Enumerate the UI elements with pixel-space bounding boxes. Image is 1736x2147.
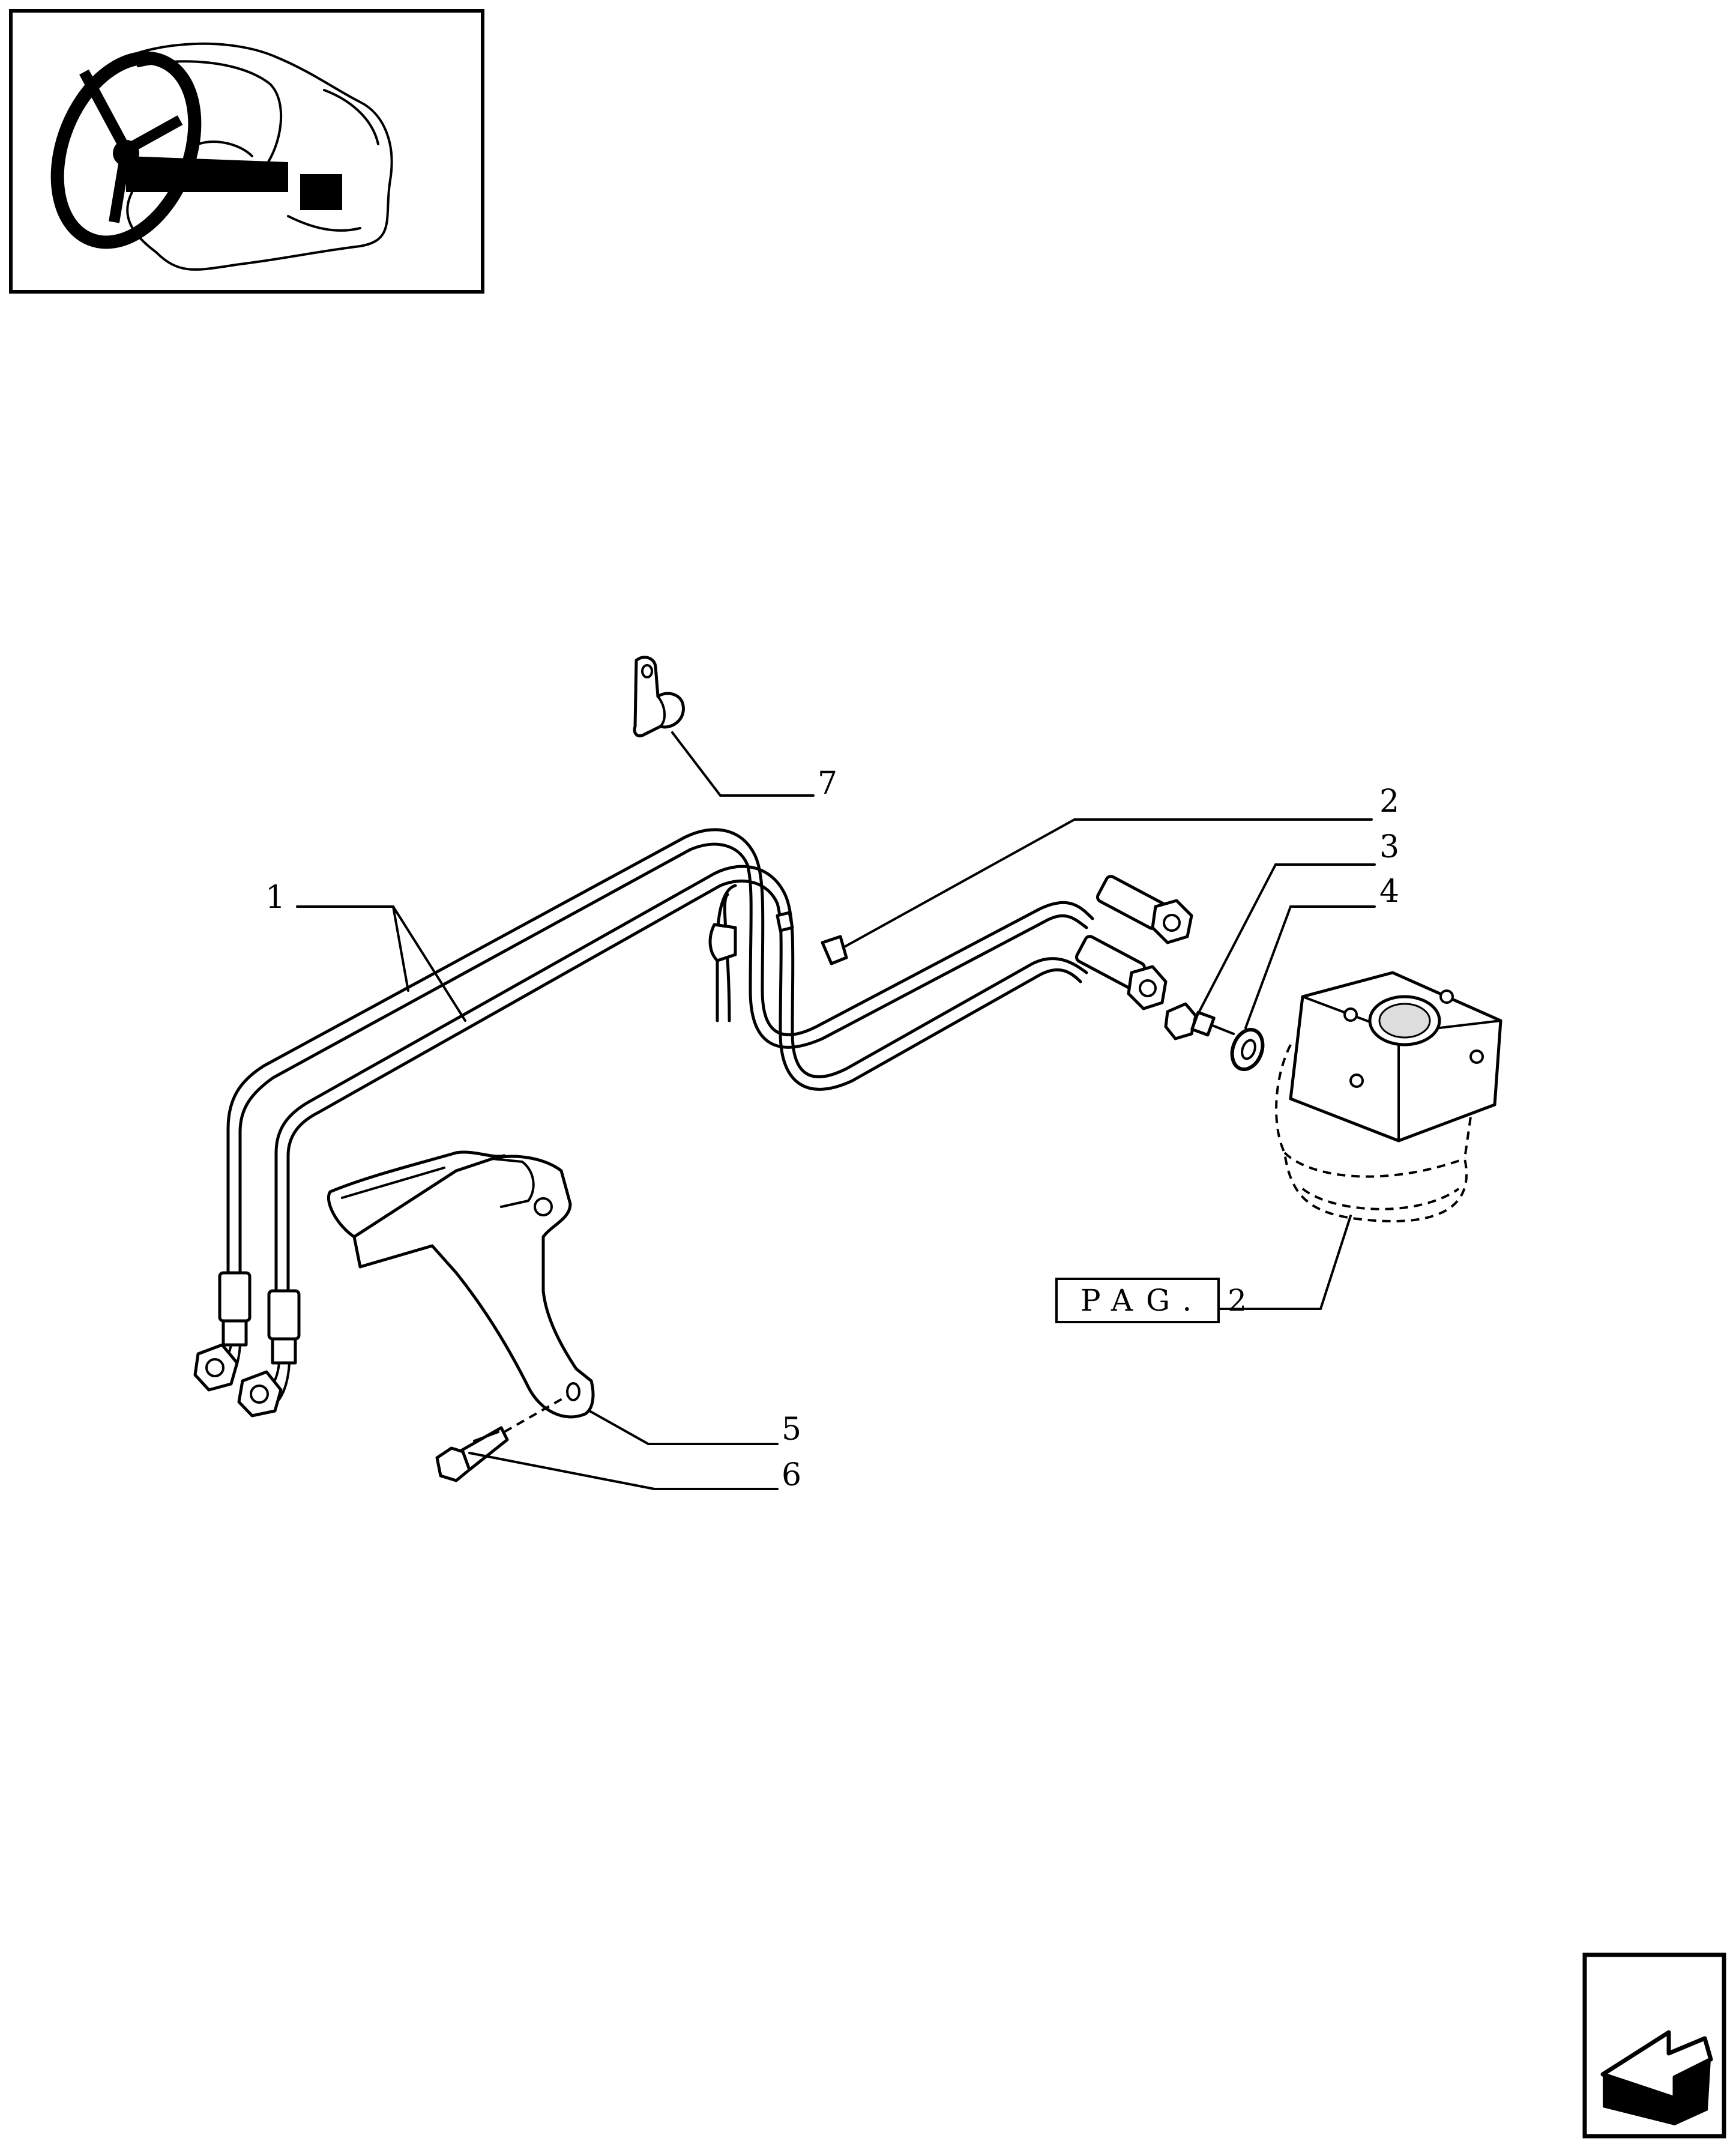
bracket-part [327, 1150, 595, 1419]
adapter-part [1164, 1002, 1235, 1040]
page-reference-label: PAG. 2 [1080, 1283, 1260, 1318]
callout-2: 2 [1379, 784, 1399, 820]
callout-1: 1 [265, 880, 285, 916]
callout-leaders [296, 731, 1376, 1490]
washer-part [1230, 1028, 1265, 1071]
callout-labels: 1 2 3 4 5 6 7 [265, 765, 1399, 1493]
hydraulic-pipes [226, 828, 1094, 1299]
page-reference-box[interactable]: PAG. 2 [1055, 1278, 1260, 1323]
bolt-part [435, 1395, 568, 1482]
pipe-fittings-right [1074, 875, 1193, 1010]
callout-3: 3 [1379, 829, 1399, 865]
callout-4: 4 [1379, 874, 1399, 910]
callout-5: 5 [782, 1412, 801, 1448]
callout-7: 7 [818, 765, 837, 802]
clip-part [633, 656, 685, 738]
steering-unit [1275, 971, 1502, 1223]
tractor-steering-thumbnail-icon [9, 9, 484, 294]
next-page-arrow-icon[interactable] [1582, 1952, 1726, 2139]
callout-6: 6 [782, 1457, 801, 1493]
pipe-fittings-left [193, 1271, 301, 1418]
